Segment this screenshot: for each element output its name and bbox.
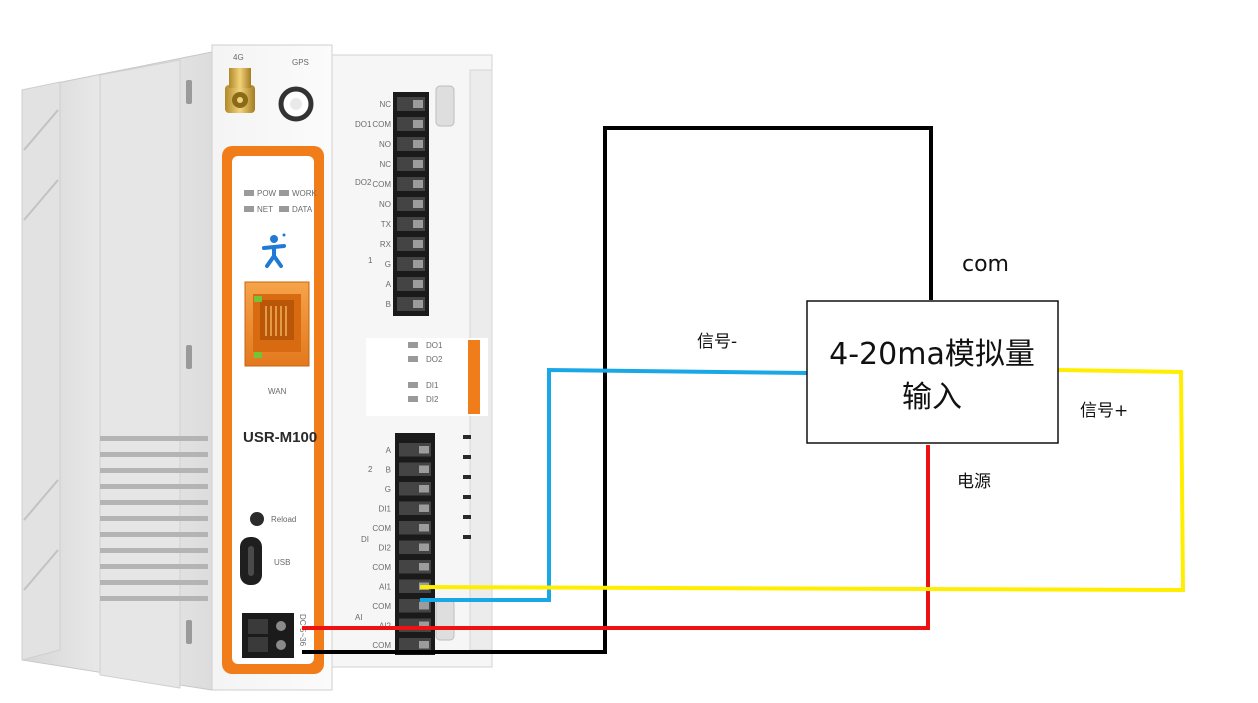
wires	[302, 126, 1186, 654]
dc-range-label: 5~36	[298, 628, 307, 647]
terminal-screw-icon	[413, 100, 423, 108]
terminal-screw-icon	[419, 563, 429, 571]
rtu-device: 4G GPS POW WORK NET DATA	[21, 44, 493, 691]
gps-connector-icon	[278, 86, 314, 122]
terminal-label: COM	[372, 180, 391, 189]
terminal-screw-icon	[413, 160, 423, 168]
analog-input-box: 4-20ma模拟量 输入	[806, 300, 1059, 444]
terminal-screw-icon	[419, 602, 429, 610]
device-front-panel: 4G GPS POW WORK NET DATA	[211, 44, 333, 691]
status-led-icon	[408, 396, 418, 402]
dc-power-terminal[interactable]	[242, 613, 294, 658]
wire-signal-minus	[420, 367, 809, 602]
analog-input-subtitle: 输入	[902, 380, 962, 415]
terminal-label: NC	[379, 100, 391, 109]
wire-signal-plus	[419, 368, 1186, 593]
terminal-screw-icon	[413, 280, 423, 288]
terminal-label: A	[386, 446, 392, 455]
terminal-label: COM	[372, 120, 391, 129]
wire-power	[302, 445, 930, 630]
terminal-screw-icon	[413, 120, 423, 128]
terminal-screw-icon	[419, 504, 429, 512]
wire-label-signal-plus: 信号+	[1080, 401, 1128, 421]
terminal-label: G	[385, 485, 391, 494]
terminal-group-label: DO2	[355, 178, 372, 187]
terminal-group-label: DI	[361, 535, 369, 544]
analog-input-title: 4-20ma模拟量	[829, 337, 1035, 372]
terminal-label: DI1	[379, 504, 392, 513]
indicator-leds: POW WORK NET DATA	[244, 189, 318, 214]
terminal-label: NO	[379, 200, 391, 209]
terminal-group-label: DO1	[355, 120, 372, 129]
reload-label: Reload	[271, 515, 296, 524]
status-led-label: DI1	[426, 381, 439, 390]
wan-ethernet-port-icon	[244, 281, 310, 367]
antenna-4g-label: 4G	[233, 53, 244, 62]
led-label: POW	[257, 189, 277, 198]
antenna-4g-connector-icon	[225, 68, 255, 113]
wire-label-power: 电源	[957, 472, 991, 492]
terminal-label: TX	[381, 220, 392, 229]
terminal-label: DI2	[379, 543, 392, 552]
terminal-label: COM	[372, 602, 391, 611]
terminal-label: A	[386, 280, 392, 289]
terminal-screw-icon	[419, 485, 429, 493]
terminal-screw-icon	[413, 140, 423, 148]
led-label: WORK	[292, 189, 318, 198]
device-side-panel	[21, 51, 213, 691]
terminal-screw-icon	[419, 446, 429, 454]
terminal-label: NO	[379, 140, 391, 149]
terminal-screw-icon	[413, 300, 423, 308]
dc-label: DC	[298, 614, 307, 626]
terminal-group-label: 1	[368, 256, 373, 265]
terminal-screw-icon	[413, 200, 423, 208]
terminal-label: COM	[372, 641, 391, 650]
brand-logo-icon	[262, 233, 286, 268]
wire-label-com: com	[962, 252, 1009, 277]
terminal-label: COM	[372, 524, 391, 533]
wire-label-signal-minus: 信号-	[697, 332, 737, 352]
status-led-icon	[408, 382, 418, 388]
reload-button[interactable]	[250, 512, 264, 526]
led-label: DATA	[292, 205, 313, 214]
terminal-screw-icon	[419, 543, 429, 551]
led-label: NET	[257, 205, 273, 214]
terminal-screw-icon	[413, 220, 423, 228]
status-led-label: DO1	[426, 341, 443, 350]
wan-label: WAN	[268, 387, 287, 396]
terminal-screw-icon	[413, 180, 423, 188]
terminal-label: B	[386, 465, 391, 474]
status-led-label: DI2	[426, 395, 439, 404]
wire-com	[302, 126, 933, 654]
terminal-screw-icon	[419, 465, 429, 473]
terminal-screw-icon	[413, 260, 423, 268]
terminal-label: RX	[380, 240, 392, 249]
terminal-screw-icon	[419, 621, 429, 629]
terminal-screw-icon	[419, 524, 429, 532]
terminal-label: G	[385, 260, 391, 269]
antenna-gps-label: GPS	[292, 58, 309, 67]
terminal-screw-icon	[413, 240, 423, 248]
terminal-label: COM	[372, 563, 391, 572]
device-model-label: USR-M100	[243, 429, 317, 446]
status-led-label: DO2	[426, 355, 443, 364]
status-led-icon	[408, 356, 418, 362]
terminal-label: AI2	[379, 621, 392, 630]
terminal-screw-icon	[419, 641, 429, 649]
terminal-label: B	[386, 300, 391, 309]
terminal-label: NC	[379, 160, 391, 169]
usb-label: USB	[274, 558, 290, 567]
terminal-group-label: AI	[355, 613, 363, 622]
status-led-icon	[408, 342, 418, 348]
terminal-group-label: 2	[368, 465, 373, 474]
terminal-label: AI1	[379, 582, 392, 591]
